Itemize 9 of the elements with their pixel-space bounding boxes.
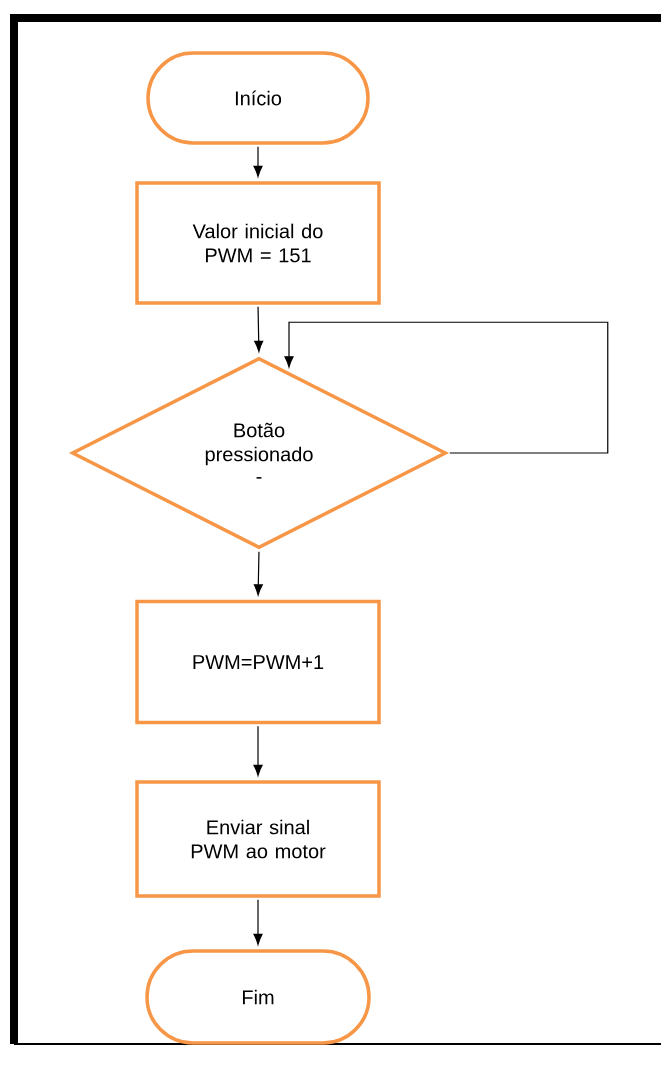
arrow [253, 551, 263, 596]
arrow [253, 899, 263, 945]
process-box: PWM=PWM+1 [135, 599, 381, 725]
arrow [254, 306, 264, 352]
arrow [284, 321, 609, 454]
arrow [253, 725, 263, 776]
process-box: Valor inicial do PWM = 151 [135, 181, 381, 305]
arrow [253, 146, 263, 177]
process-box: Enviar sinal PWM ao motor [135, 780, 381, 898]
